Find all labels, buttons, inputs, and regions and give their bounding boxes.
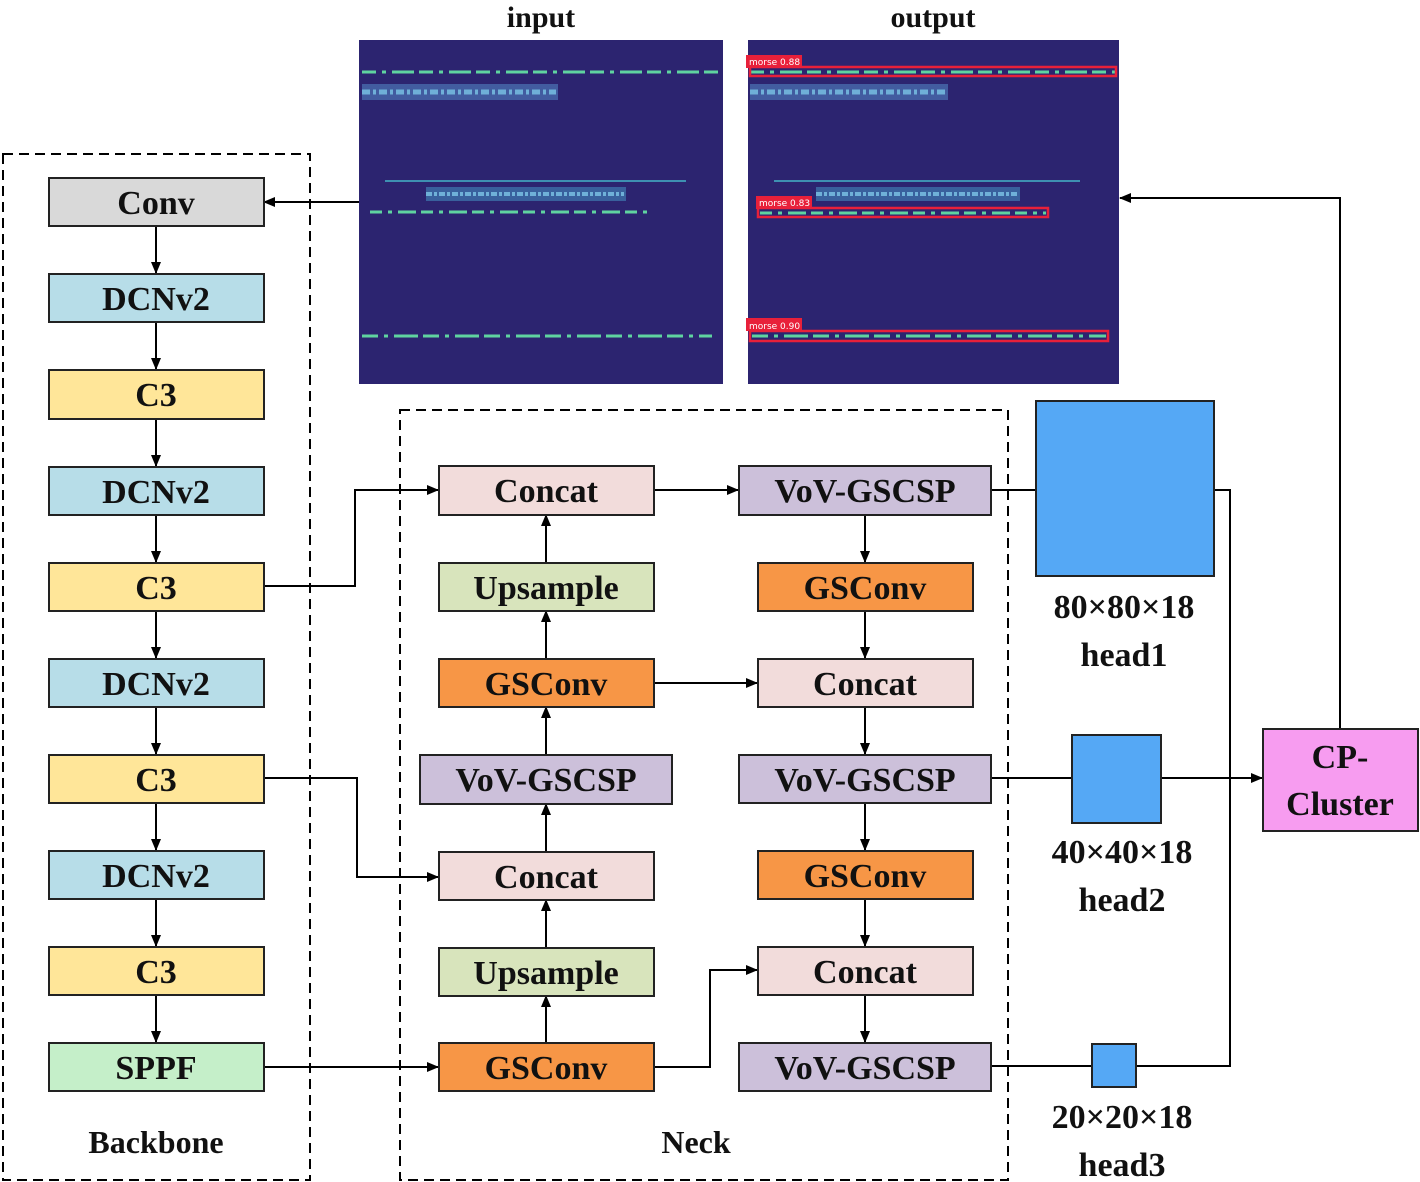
neck-gsconv-block: GSConv xyxy=(757,562,974,612)
head3-box xyxy=(1091,1043,1137,1088)
block-label: GSConv xyxy=(804,570,927,607)
connections xyxy=(151,193,1341,1072)
cp-cluster-block: CP- Cluster xyxy=(1262,728,1419,832)
block-label: VoV-GSCSP xyxy=(774,762,955,799)
block-label: Upsample xyxy=(473,570,618,607)
detection-label: morse 0.83 xyxy=(759,199,810,209)
backbone-dcnv2-block: DCNv2 xyxy=(48,273,265,323)
detection-label: morse 0.88 xyxy=(749,58,800,68)
block-label: GSConv xyxy=(485,666,608,703)
backbone-dcnv2-block: DCNv2 xyxy=(48,658,265,708)
neck-vov-gscsp-block: VoV-GSCSP xyxy=(738,465,992,516)
neck-vov-gscsp-block: VoV-GSCSP xyxy=(419,754,673,805)
head2-box xyxy=(1071,734,1162,824)
block-label: Concat xyxy=(813,666,918,703)
backbone-c3-block: C3 xyxy=(48,946,265,996)
cp-cluster-label-line2: Cluster xyxy=(1286,786,1394,823)
backbone-c3-block: C3 xyxy=(48,562,265,612)
head3-size-label: 20×20×18 xyxy=(1052,1099,1193,1136)
block-label: Conv xyxy=(117,185,194,222)
block-label: C3 xyxy=(135,762,177,799)
neck-label: Neck xyxy=(661,1124,731,1160)
input-label: input xyxy=(507,1,575,34)
output-label: output xyxy=(890,1,975,34)
backbone-conv-block: Conv xyxy=(48,177,265,227)
neck-concat-block: Concat xyxy=(757,946,974,996)
neck-concat-block: Concat xyxy=(757,658,974,708)
block-label: GSConv xyxy=(804,858,927,895)
block-label: SPPF xyxy=(115,1050,196,1087)
block-label: VoV-GSCSP xyxy=(455,762,636,799)
block-label: GSConv xyxy=(485,1050,608,1087)
neck-concat-block: Concat xyxy=(438,851,655,901)
block-label: Concat xyxy=(813,954,918,991)
neck-gsconv-block: GSConv xyxy=(438,658,655,708)
input-spectrogram xyxy=(359,40,723,384)
block-label: VoV-GSCSP xyxy=(774,1050,955,1087)
backbone-c3-block: C3 xyxy=(48,754,265,804)
backbone-frame xyxy=(2,153,311,1181)
neck-concat-block: Concat xyxy=(438,465,655,516)
head1-size-label: 80×80×18 xyxy=(1054,589,1195,626)
head3-name-label: head3 xyxy=(1079,1147,1166,1182)
block-label: VoV-GSCSP xyxy=(774,473,955,510)
block-label: Upsample xyxy=(473,955,618,992)
block-label: C3 xyxy=(135,954,177,991)
block-label: C3 xyxy=(135,570,177,607)
neck-upsample-block: Upsample xyxy=(438,947,655,997)
backbone-sppf-block: SPPF xyxy=(48,1042,265,1092)
block-label: Concat xyxy=(494,473,599,510)
backbone-dcnv2-block: DCNv2 xyxy=(48,466,265,516)
neck-frame xyxy=(399,409,1009,1181)
head2-size-label: 40×40×18 xyxy=(1052,834,1193,871)
neck-upsample-block: Upsample xyxy=(438,562,655,612)
neck-vov-gscsp-block: VoV-GSCSP xyxy=(738,754,992,804)
head1-box xyxy=(1035,400,1215,577)
neck-vov-gscsp-block: VoV-GSCSP xyxy=(738,1042,992,1092)
backbone-label: Backbone xyxy=(88,1124,223,1160)
detection-label: morse 0.90 xyxy=(749,322,800,332)
block-label: DCNv2 xyxy=(102,666,210,703)
block-label: DCNv2 xyxy=(102,474,210,511)
neck-gsconv-block: GSConv xyxy=(757,850,974,900)
detection-box xyxy=(748,65,1118,78)
block-label: C3 xyxy=(135,377,177,414)
backbone-c3-block: C3 xyxy=(48,369,265,420)
block-label: DCNv2 xyxy=(102,281,210,318)
detection-box xyxy=(756,206,1050,219)
output-spectrogram: morse 0.88 morse 0.83 morse 0.90 xyxy=(746,40,1119,384)
block-label: Concat xyxy=(494,859,599,896)
block-label: DCNv2 xyxy=(102,858,210,895)
cp-cluster-label-line1: CP- xyxy=(1312,739,1369,776)
neck-gsconv-block: GSConv xyxy=(438,1042,655,1092)
detection-box xyxy=(748,329,1110,343)
head2-name-label: head2 xyxy=(1079,882,1166,919)
head1-name-label: head1 xyxy=(1081,637,1168,674)
backbone-dcnv2-block: DCNv2 xyxy=(48,850,265,900)
